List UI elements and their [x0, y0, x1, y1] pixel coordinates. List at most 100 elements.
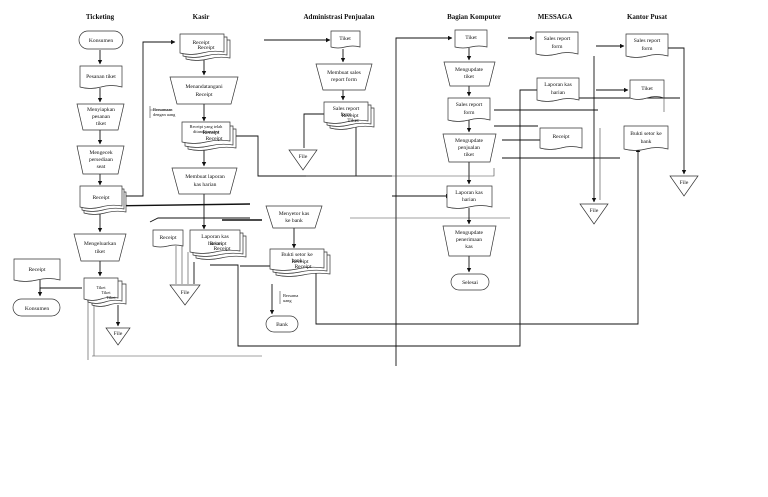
- header-kantor-pusat: Kantor Pusat: [627, 13, 668, 21]
- tiket-admin-doc: Tiket: [330, 30, 361, 49]
- header-bagian-komputer: Bagian Komputer: [447, 13, 501, 21]
- receipt-yang-line-1: Receipt yang telah: [190, 124, 223, 129]
- tiket-stack-line-3: Tiket: [106, 295, 116, 300]
- receipt-mini-line-1: Receipt: [202, 130, 220, 136]
- receipt-ditandatangani-stack: Receipt yang telah ditandatangani Receip…: [181, 121, 237, 151]
- mengecek-line-3: seat: [97, 164, 106, 170]
- file-pusat-label: File: [680, 180, 689, 186]
- receipt-kasir-doc-label: Receipt: [159, 235, 177, 241]
- file-admin: File: [288, 149, 318, 171]
- sales-report-admin-stack: Sales report form Receipt Tiket: [323, 101, 375, 130]
- bukti-admin-line-2: bank: [292, 258, 303, 264]
- bank-terminal: Bank: [265, 315, 299, 333]
- sales-report-pusat-line-1: Sales report: [634, 38, 661, 44]
- receipt-output-doc: Receipt: [13, 258, 61, 282]
- menyiapkan-line-2: pesanan: [92, 114, 110, 120]
- note-uang-line-1: Bersamaan: [153, 107, 173, 112]
- file-kasir-label: File: [181, 290, 190, 296]
- mengupdate-penjualan-line-2: penjualan: [458, 145, 480, 151]
- mengeluarkan-line-1: Mengeluarkan: [84, 241, 117, 247]
- tiket-komputer-label: Tiket: [465, 35, 477, 41]
- bukti-mini-line-1: Receipt: [291, 259, 309, 265]
- membuat-sales-process: Membuat sales report form: [315, 63, 373, 91]
- laporan-kas-line-2: harian: [208, 241, 222, 247]
- receipt-ticketing-label: Receipt: [92, 195, 110, 201]
- mengupdate-kas-line-3: kas: [465, 244, 472, 250]
- mengeluarkan-process: Mengeluarkan tiket: [73, 233, 127, 262]
- laporan-komputer-line-2: harian: [462, 197, 476, 203]
- sales-mini-line-1: Receipt: [341, 113, 359, 119]
- file-messaga: File: [579, 203, 609, 225]
- komputer-column: Tiket Mengupdate tiket Sales report form…: [442, 29, 497, 291]
- membuat-sales-line-1: Membuat sales: [327, 70, 361, 76]
- menyetor-line-1: Menyetor kas: [279, 211, 310, 217]
- mengupdate-tiket-process: Mengupdate tiket: [443, 61, 496, 87]
- bukti-pusat-line-2: bank: [641, 139, 652, 145]
- sales-report-komputer-line-2: form: [464, 109, 476, 116]
- mengupdate-penjualan-line-1: Mengupdate: [455, 138, 483, 144]
- sales-report-komputer-line-1: Sales report: [456, 102, 483, 108]
- konsumen-end-label: Konsumen: [25, 306, 49, 312]
- file-pusat: File: [669, 175, 699, 197]
- konsumen-start: Konsumen: [78, 30, 124, 50]
- bukti-setor-pusat-doc: Bukti setor ke bank: [623, 125, 669, 151]
- header-messaga: MESSAGA: [538, 13, 573, 21]
- sales-report-pusat-doc: Sales report form: [625, 33, 669, 58]
- messaga-column: Sales report form Laporan kas harian Rec…: [535, 31, 609, 225]
- mengupdate-penjualan-process: Mengupdate penjualan tiket: [442, 133, 497, 163]
- sales-report-messaga-line-1: Sales report: [544, 36, 571, 42]
- membuat-sales-line-2: report form: [331, 76, 357, 83]
- selesai-label: Selesai: [462, 280, 478, 286]
- mengupdate-tiket-line-1: Mengupdate: [455, 67, 483, 73]
- mengupdate-kas-process: Mengupdate penerimaan kas: [442, 225, 497, 257]
- note-bersamaan-uang: Bersamaan dengan uang: [149, 106, 176, 118]
- menandatangani-process: Menandatangani Receipt: [169, 76, 239, 105]
- laporan-mini-line-2: Receipt: [213, 246, 231, 252]
- mengupdate-kas-line-2: penerimaan: [456, 237, 482, 243]
- kantor-pusat-column: Sales report form Tiket Bukti setor ke b…: [623, 33, 699, 197]
- file-admin-label: File: [299, 154, 308, 160]
- konsumen-end: Konsumen: [12, 298, 61, 317]
- receipt-messaga-doc: Receipt: [539, 127, 583, 150]
- pesanan-tiket-doc: Pesanan tiket: [79, 65, 123, 89]
- mengecek-line-1: Mengecek: [89, 150, 112, 156]
- menyiapkan-line-3: tiket: [96, 121, 106, 127]
- tiket-stack-line-1: Tiket: [96, 285, 106, 290]
- konsumen-start-label: Konsumen: [89, 38, 113, 44]
- menyetor-line-2: ke bank: [285, 218, 303, 224]
- file-ticketing: File: [105, 327, 131, 346]
- membuat-laporan-line-1: Membuat laporan: [185, 174, 225, 180]
- note-bersama-line-1: Bersama: [283, 293, 298, 298]
- header-administrasi-penjualan: Administrasi Penjualan: [304, 13, 375, 21]
- receipt-messaga-label: Receipt: [552, 134, 570, 140]
- menandatangani-line-2: Receipt: [195, 92, 213, 98]
- sales-report-admin-line-2: form: [341, 111, 353, 118]
- receipt-kasir-line-1: Receipt: [192, 40, 210, 46]
- tiket-komputer-doc: Tiket: [454, 29, 488, 49]
- bukti-pusat-line-1: Bukti setor ke: [630, 131, 662, 137]
- file-ticketing-label: File: [114, 331, 123, 337]
- menyiapkan-process: Menyiapkan pesanan tiket: [76, 103, 125, 131]
- mengecek-process: Mengecek persediaan seat: [76, 145, 125, 175]
- laporan-messaga-line-2: harian: [551, 90, 565, 96]
- selesai-terminal: Selesai: [450, 273, 490, 291]
- membuat-laporan-process: Membuat laporan kas harian: [171, 167, 238, 195]
- menyetor-process: Menyetor kas ke bank: [265, 205, 323, 229]
- laporan-mini-line-1: Receipt: [209, 241, 227, 247]
- note-bersama-line-2: uang: [283, 298, 292, 303]
- sales-report-admin-line-1: Sales report: [333, 106, 360, 112]
- tiket-admin-label: Tiket: [339, 36, 351, 42]
- bukti-mini-line-2: Receipt: [294, 264, 312, 270]
- receipt-kasir-line-2: Receipt: [197, 45, 215, 51]
- receipt-yang-line-2: ditandatangani: [193, 129, 220, 134]
- tiket-stack-line-2: Tiket: [101, 290, 111, 295]
- bukti-setor-admin-stack: Bukti setor ke bank Receipt Receipt: [269, 248, 331, 277]
- laporan-messaga-line-1: Laporan kas: [544, 82, 572, 88]
- receipt-doc-stack: Receipt: [79, 185, 127, 215]
- laporan-komputer-line-1: Laporan kas: [455, 190, 483, 196]
- laporan-kas-messaga-doc: Laporan kas harian: [536, 77, 580, 102]
- header-ticketing: Ticketing: [86, 13, 115, 21]
- sales-report-messaga-line-2: form: [552, 43, 564, 50]
- receipt-mini-line-2: Receipt: [205, 136, 223, 142]
- header-kasir: Kasir: [193, 13, 210, 21]
